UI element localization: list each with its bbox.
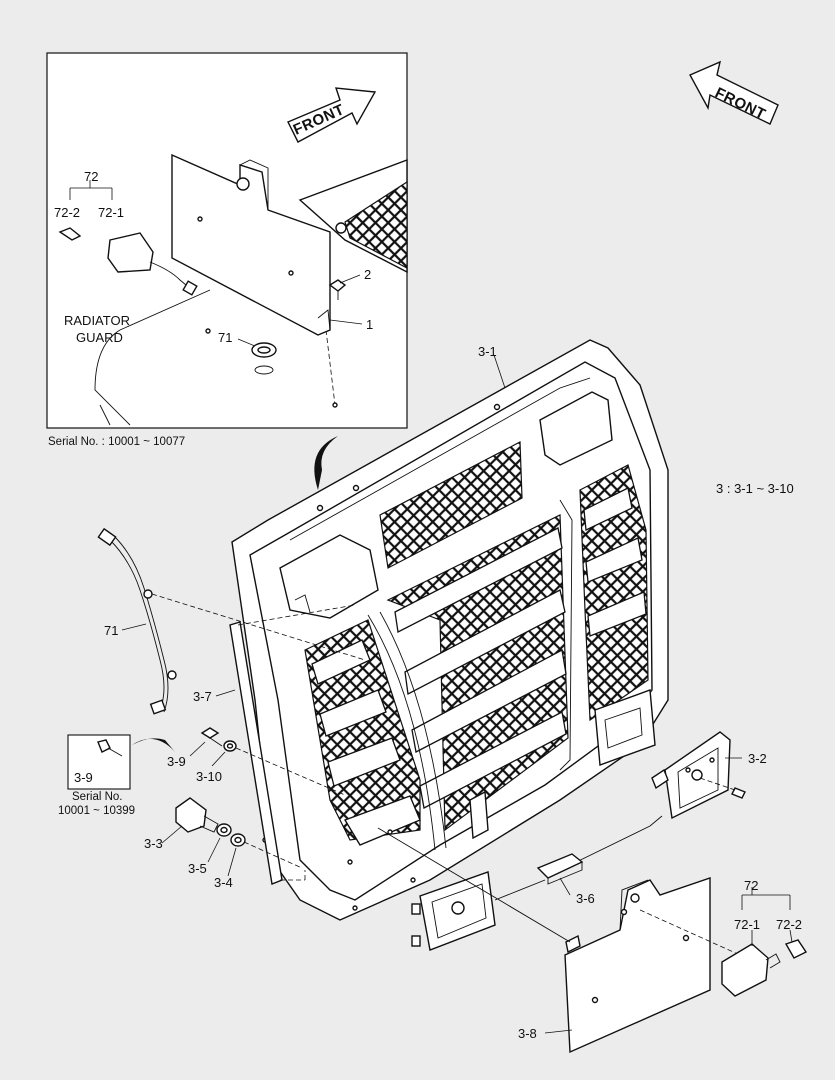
label-72: 72 — [744, 878, 758, 893]
label-3-6: 3-6 — [576, 891, 595, 906]
lamp-bracket-3-8 — [377, 827, 741, 1054]
inset-transition-arrow — [314, 436, 338, 490]
inset-label-1: 1 — [366, 317, 373, 332]
inset-label-72-2: 72-2 — [54, 205, 80, 220]
washer-3-10 — [223, 740, 346, 796]
label-3-9: 3-9 — [167, 754, 186, 769]
group-note: 3 : 3-1 ~ 3-10 — [716, 481, 794, 496]
inset-label-72: 72 — [84, 169, 98, 184]
inset-radiator-grille — [298, 158, 408, 274]
label-3-10: 3-10 — [196, 769, 222, 784]
label-3-5: 3-5 — [188, 861, 207, 876]
label-3-1: 3-1 — [478, 344, 497, 359]
label-3-2: 3-2 — [748, 751, 767, 766]
inset-lamp-72 — [58, 227, 198, 296]
inset-serial-range: Serial No. : 10001 ~ 10077 — [48, 436, 185, 448]
washer-3-4 — [230, 833, 303, 869]
main-leaders — [161, 354, 793, 1034]
bolt-3-9 — [200, 727, 223, 747]
serial-box-line2: 10001 ~ 10399 — [58, 805, 135, 817]
label-71: 71 — [104, 623, 118, 638]
knob-3-3 — [175, 797, 219, 833]
nut-3-5 — [216, 823, 232, 837]
label-3-9-box: 3-9 — [74, 770, 93, 785]
label-3-4: 3-4 — [214, 875, 233, 890]
inset-label-71: 71 — [218, 330, 232, 345]
label-3-7: 3-7 — [193, 689, 212, 704]
label-72-1: 72-1 — [734, 917, 760, 932]
inset-leaders — [69, 180, 363, 347]
cable-clamp-3-6 — [536, 853, 584, 885]
front-arrow-main: FRONT — [689, 60, 779, 125]
radiator-guard-label-line2: GUARD — [76, 330, 123, 345]
lamp-72 — [721, 939, 808, 997]
label-3-8: 3-8 — [518, 1026, 537, 1041]
grille-frame-3-1 — [231, 339, 669, 921]
serial-box-line1: Serial No. — [72, 791, 123, 803]
inset-label-72-1: 72-1 — [98, 205, 124, 220]
serial-box-3-9 — [67, 734, 175, 790]
inset-machine-body — [94, 289, 338, 426]
inset-bracket-plate — [171, 153, 331, 336]
radiator-guard-label-line1: RADIATOR — [64, 313, 130, 328]
seal-strip-3-7 — [229, 604, 356, 885]
wire-harness-71 — [97, 527, 366, 715]
inset-grommet-71 — [205, 328, 277, 375]
inset-label-2: 2 — [364, 267, 371, 282]
label-3-3: 3-3 — [144, 836, 163, 851]
label-72-2: 72-2 — [776, 917, 802, 932]
latch-plate-3-2 — [651, 731, 746, 820]
